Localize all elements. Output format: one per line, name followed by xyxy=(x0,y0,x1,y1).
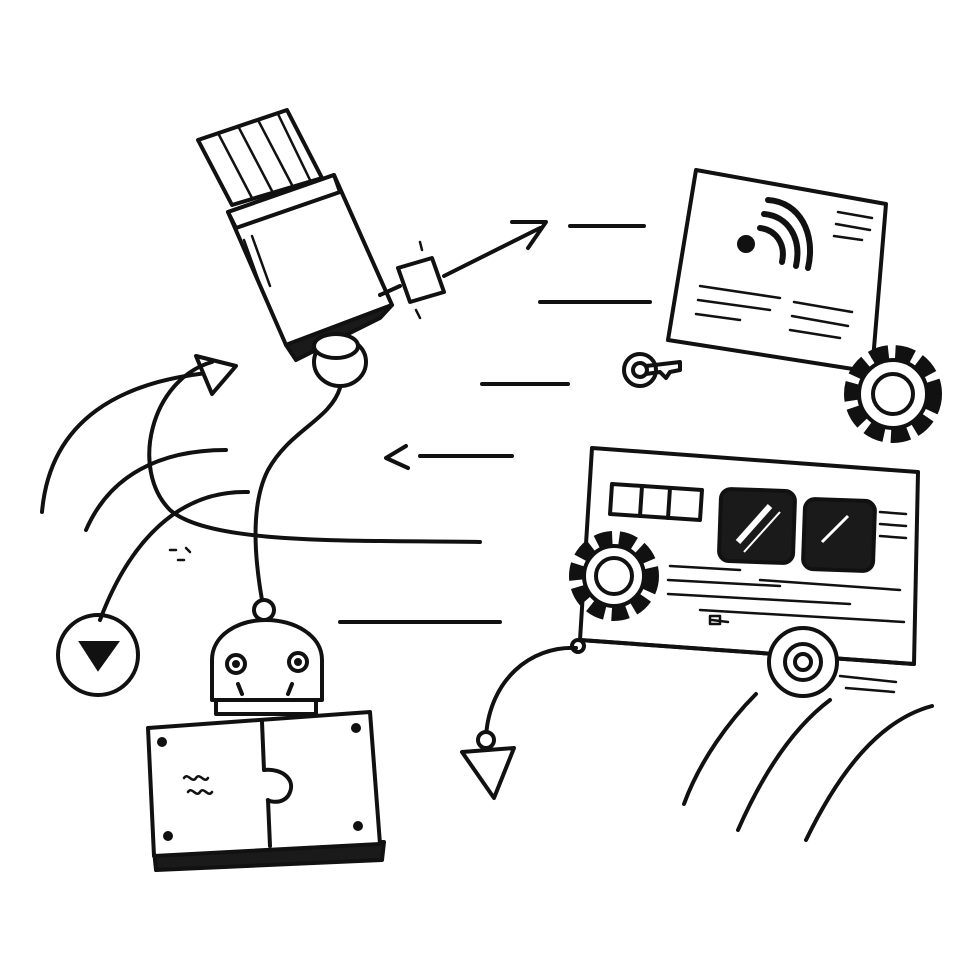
cable-line xyxy=(253,386,342,602)
gear-icon xyxy=(844,345,942,443)
speed-lines xyxy=(338,224,652,624)
arrow-icon xyxy=(460,638,586,800)
download-circle-icon xyxy=(56,613,140,697)
road-lines xyxy=(682,692,934,842)
gear-icon xyxy=(569,531,659,621)
curved-arrows xyxy=(40,354,482,622)
wifi-document-icon xyxy=(666,168,888,374)
robot-icon xyxy=(210,598,324,716)
key-icon xyxy=(622,352,682,388)
satellite-icon xyxy=(196,108,548,388)
puzzle-box-icon xyxy=(146,710,386,872)
